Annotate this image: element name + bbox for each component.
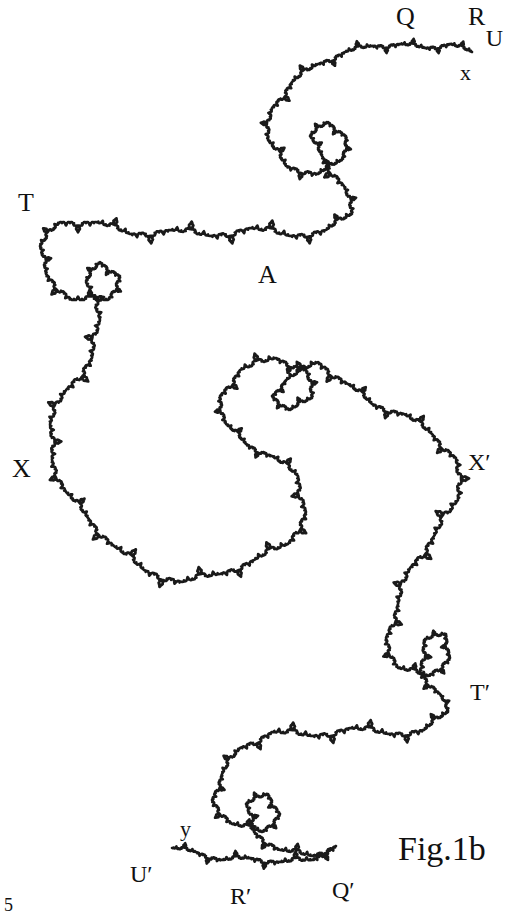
point-label: Q	[394, 4, 417, 30]
point-label: y	[178, 818, 193, 840]
fractal-curve-path	[40, 39, 472, 869]
point-label: X′	[466, 450, 493, 474]
point-label: T	[16, 190, 36, 216]
point-label: X	[10, 456, 33, 482]
point-label: Q′	[330, 878, 357, 902]
point-label: R′	[228, 884, 253, 908]
point-label: T′	[468, 680, 492, 704]
point-label: U	[484, 26, 505, 50]
figure-caption: Fig.1b	[396, 832, 488, 866]
point-label: A	[256, 262, 279, 288]
page-number: 5	[2, 896, 15, 914]
point-label: U′	[128, 862, 155, 886]
point-label: x	[458, 62, 473, 84]
